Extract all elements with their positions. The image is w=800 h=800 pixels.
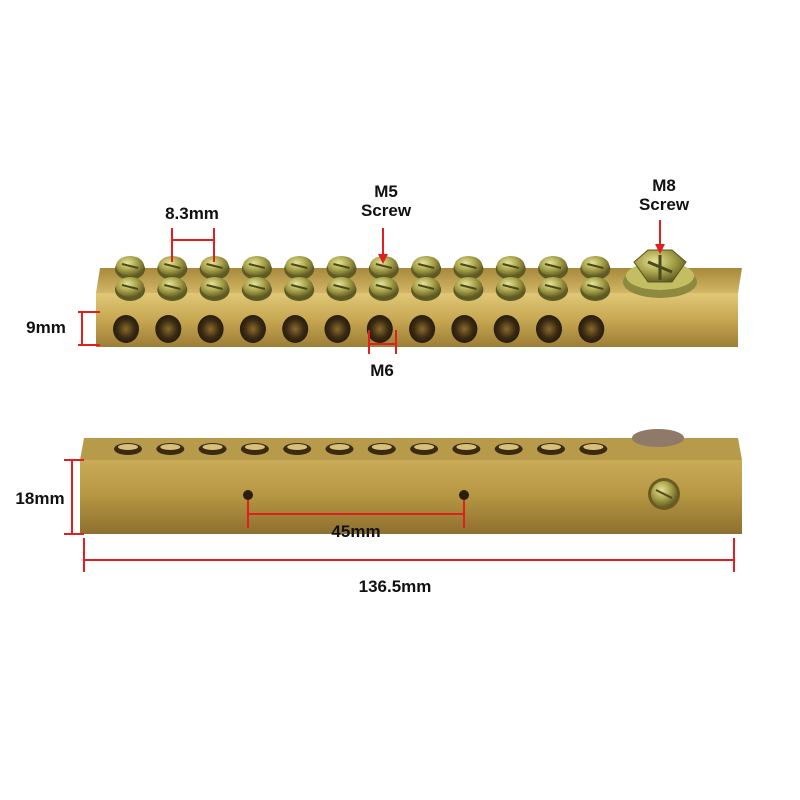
busbar-side-face: [80, 460, 742, 534]
top-hole-thread: [118, 444, 138, 450]
screw-slot: [375, 284, 393, 290]
m5-screw: [538, 256, 568, 280]
m5-screw: [241, 277, 272, 301]
screw-slot: [375, 263, 393, 269]
m5-screw: [495, 277, 526, 301]
top-holes: [114, 443, 608, 455]
m5-screw: [580, 277, 611, 301]
front-hole: [366, 315, 393, 343]
mount-hole-right: [459, 490, 469, 500]
m5-screw: [284, 256, 315, 280]
front-hole: [578, 315, 605, 343]
height-side-label: 18mm: [15, 489, 65, 508]
top-hole-thread: [414, 444, 435, 450]
m5-screw: [157, 277, 188, 301]
front-hole: [197, 315, 224, 343]
screw-slot: [460, 284, 477, 290]
m5-screw: [453, 256, 484, 280]
m5-screw: [199, 277, 230, 301]
m5-screw: [368, 256, 399, 280]
screw-slot: [206, 284, 223, 290]
spacing-label: 45mm: [331, 522, 381, 541]
m5-screw: [326, 256, 357, 280]
screw-slot: [544, 263, 562, 269]
top-hole-thread: [329, 444, 350, 450]
top-hole-thread: [583, 444, 604, 450]
screw-slot: [164, 284, 181, 290]
m5-screw: [411, 277, 442, 301]
front-hole: [113, 315, 139, 343]
front-hole: [451, 315, 478, 343]
front-hole: [239, 315, 266, 343]
m5-arrowhead: [378, 254, 388, 264]
m5-screw: [115, 277, 145, 301]
bottom-busbar: [80, 429, 742, 534]
m8-label-line2: Screw: [638, 195, 690, 214]
screw-rows: [115, 256, 611, 301]
pitch-label: 8.3mm: [165, 204, 219, 223]
m5-screw: [368, 277, 399, 301]
top-hole-thread: [160, 444, 181, 450]
mount-hole-left: [243, 490, 253, 500]
m5-screw: [495, 256, 526, 280]
screw-slot: [587, 284, 604, 290]
m5-screw: [241, 256, 272, 280]
m5-screw: [284, 277, 315, 301]
m5-screw: [199, 256, 230, 280]
screw-slot: [417, 284, 435, 290]
m5-screw: [411, 256, 442, 280]
m8-label-line1: M8: [652, 176, 676, 195]
top-hole-thread: [456, 444, 477, 450]
screw-slot: [333, 284, 350, 290]
front-hole: [536, 315, 562, 343]
top-hole-thread: [202, 444, 223, 450]
m8-screw: [623, 249, 697, 298]
m5-label-line1: M5: [374, 182, 398, 201]
screw-slot: [248, 284, 266, 290]
front-hole: [155, 315, 182, 343]
screw-slot: [248, 263, 266, 269]
m5-screw: [157, 256, 188, 280]
hole-size-label: M6: [370, 361, 394, 380]
side-screw: [648, 478, 680, 510]
screw-slot: [502, 263, 519, 269]
top-hole-thread: [371, 444, 392, 450]
screw-slot: [417, 263, 435, 269]
m5-label-line2: Screw: [360, 201, 412, 220]
m5-screw: [580, 256, 611, 280]
top-hole-thread: [287, 444, 308, 450]
screw-slot: [121, 263, 139, 269]
top-hole-thread: [541, 444, 561, 450]
m5-screw: [115, 256, 145, 280]
screw-slot: [290, 263, 308, 269]
screw-slot: [460, 263, 477, 269]
screw-slot: [206, 263, 223, 269]
front-hole: [409, 315, 436, 343]
length-label: 136.5mm: [358, 577, 432, 596]
dimension-lines: [64, 220, 735, 572]
m5-screw: [453, 277, 484, 301]
m5-screw: [326, 277, 357, 301]
m5-screw: [538, 277, 568, 301]
screw-slot: [333, 263, 350, 269]
top-busbar: [96, 249, 742, 347]
top-hole-thread: [498, 444, 519, 450]
screw-slot: [502, 284, 519, 290]
front-holes: [113, 315, 605, 343]
front-hole: [493, 315, 520, 343]
top-hole-thread: [244, 444, 265, 450]
screw-slot: [121, 284, 139, 290]
screw-slot: [290, 284, 308, 290]
m8-arrowhead: [655, 244, 665, 254]
screw-slot: [164, 263, 181, 269]
front-hole: [324, 315, 351, 343]
front-hole: [282, 315, 309, 343]
screw-slot: [544, 284, 562, 290]
height-top-label: 9mm: [26, 318, 66, 337]
screw-slot: [587, 263, 604, 269]
